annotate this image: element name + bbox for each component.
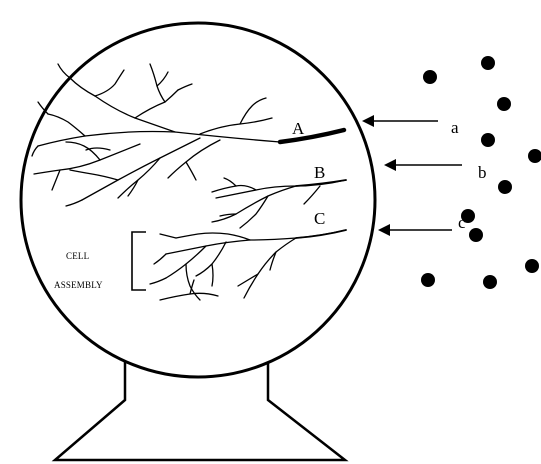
stimulus-dot: [481, 133, 495, 147]
stimulus-dot: [525, 259, 539, 273]
brain-globe: [21, 23, 375, 377]
stimulus-dot: [483, 275, 497, 289]
assembly-label-line2: ASSEMBLY: [54, 280, 103, 290]
stimulus-dot: [469, 228, 483, 242]
arrowhead-a: [362, 115, 374, 127]
input-arrows: [370, 121, 462, 230]
assembly-label-line1: CELL: [66, 251, 89, 261]
stimulus-dot: [528, 149, 541, 163]
arrowhead-c: [378, 224, 390, 236]
label-input-b: b: [478, 163, 487, 182]
stimulus-dot: [423, 70, 437, 84]
stimulus-dot: [421, 273, 435, 287]
label-neuron-b: B: [314, 163, 325, 182]
label-neuron-a: A: [292, 119, 305, 138]
stimulus-dot: [498, 180, 512, 194]
label-neuron-c: C: [314, 209, 325, 228]
label-input-a: a: [451, 118, 459, 137]
stimulus-dot: [497, 97, 511, 111]
stimulus-dot: [481, 56, 495, 70]
arrowhead-b: [384, 159, 396, 171]
label-input-c: c: [458, 213, 466, 232]
